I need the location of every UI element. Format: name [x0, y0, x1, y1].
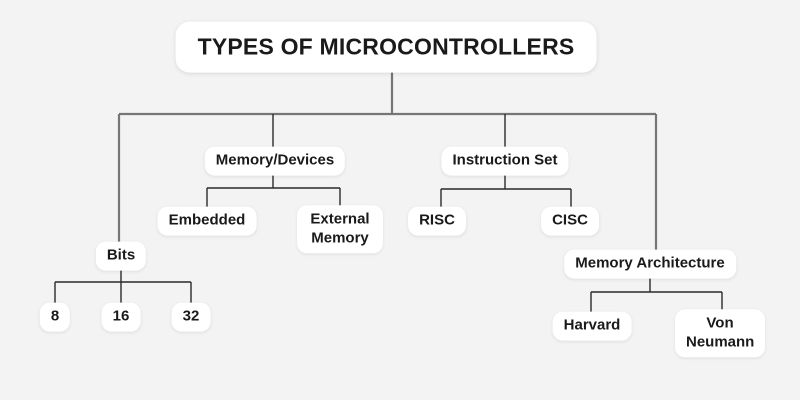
node-instruction-set: Instruction Set	[441, 146, 569, 176]
connector-level-2	[54, 114, 723, 318]
node-bit-32: 32	[171, 302, 211, 332]
node-risc: RISC	[408, 206, 466, 236]
node-memory-architecture: Memory Architecture	[564, 249, 736, 279]
node-harvard: Harvard	[552, 311, 632, 341]
node-cisc: CISC	[541, 206, 599, 236]
node-embedded: Embedded	[157, 206, 257, 236]
node-external-memory: External Memory	[297, 205, 383, 253]
connector-level-1	[117, 71, 658, 256]
node-root-title: TYPES OF MICROCONTROLLERS	[175, 21, 597, 73]
node-bit-8: 8	[39, 302, 71, 332]
node-von-neumann: Von Neumann	[675, 309, 765, 357]
node-bit-16: 16	[101, 302, 141, 332]
node-bits: Bits	[95, 241, 147, 271]
node-memory-devices: Memory/Devices	[204, 146, 346, 176]
